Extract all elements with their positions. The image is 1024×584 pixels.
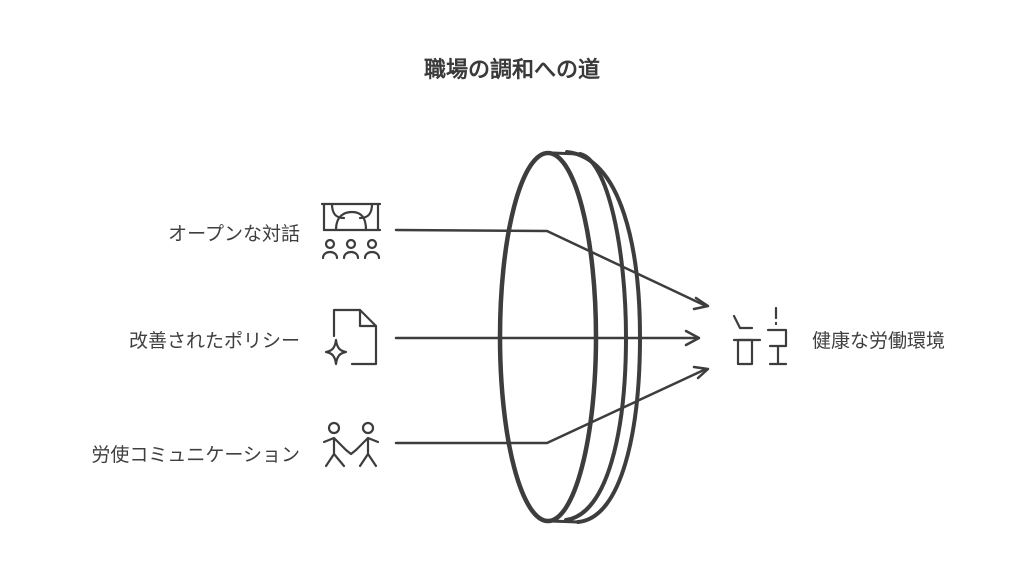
input-label-improved-policy: 改善されたポリシー: [128, 330, 300, 352]
diagram-title: 職場の調和への道: [423, 58, 600, 83]
arrowhead-top: [692, 296, 710, 311]
two-people-icon: [322, 421, 380, 468]
flow-line-bottom: [394, 367, 708, 445]
lens-top-edge: [550, 151, 582, 156]
meeting-audience-icon: [320, 202, 382, 260]
document-sparkle-icon: [324, 308, 378, 366]
flow-lines: [394, 228, 710, 445]
workplace-desk-icon: [732, 306, 788, 366]
output-label-healthy-workplace: 健康な労働環境: [812, 330, 946, 352]
input-label-open-dialogue: オープンな対話: [168, 223, 300, 245]
input-label-labor-communication: 労使コミュニケーション: [91, 444, 300, 466]
arrowhead-middle: [684, 329, 701, 347]
lens-bottom-edge: [548, 519, 580, 524]
flow-line-top: [394, 228, 708, 308]
arrowhead-bottom: [692, 365, 710, 380]
